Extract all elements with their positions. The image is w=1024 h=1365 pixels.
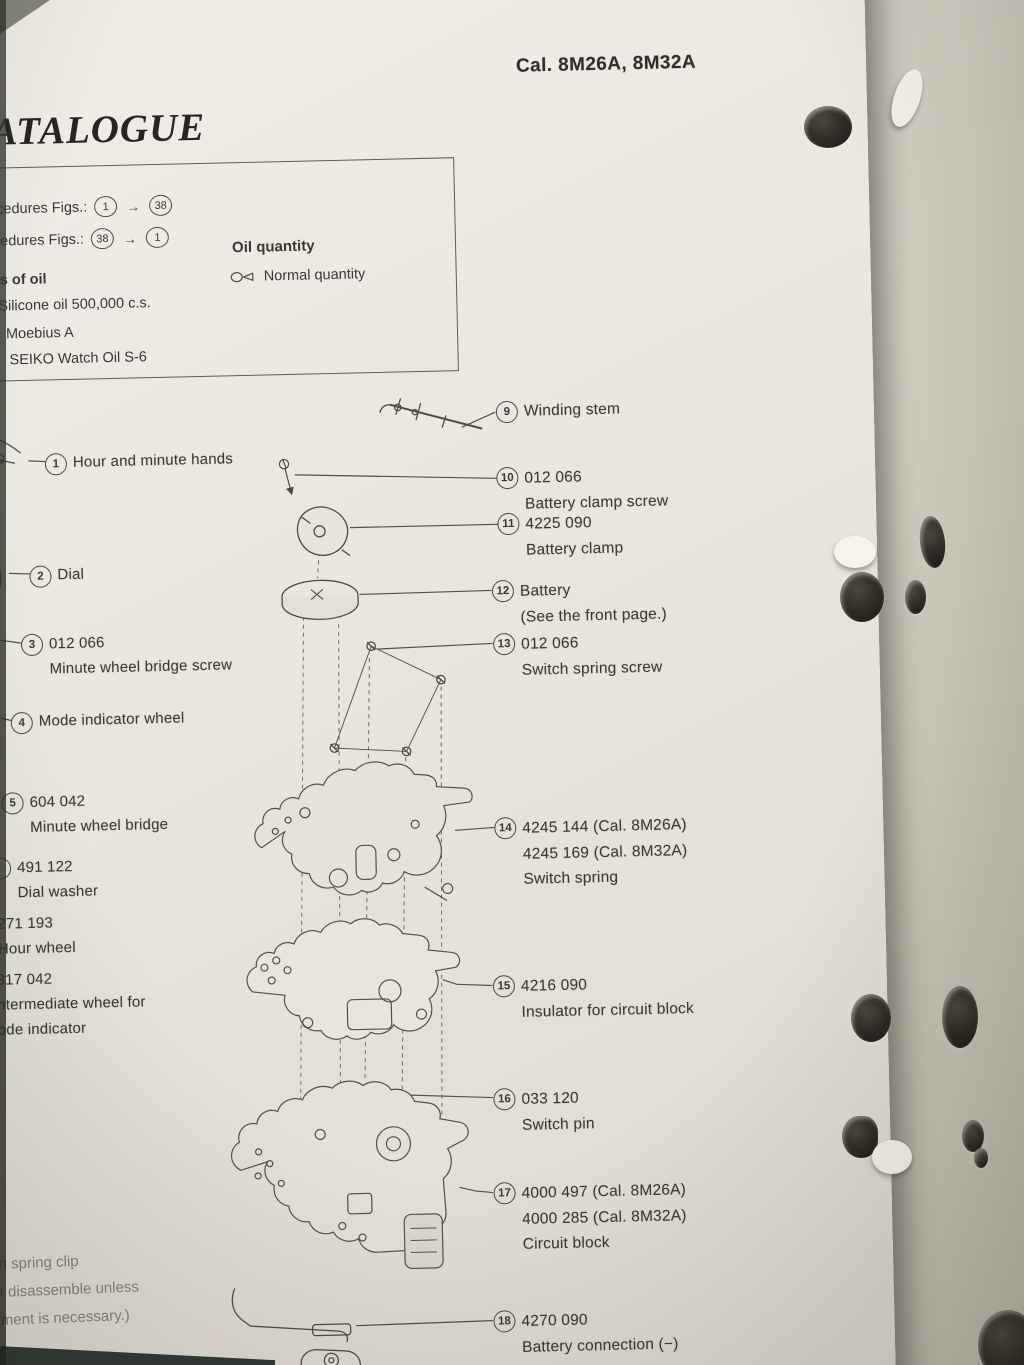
part-number: 4245 144 (Cal. 8M26A) [522,816,687,837]
punch-hole [851,994,891,1042]
callout-number: 10 [496,466,519,490]
punch-hole [905,580,926,614]
callout-number: 3 [20,633,44,657]
callout-number: 12 [491,579,515,603]
callout-number: 1 [44,452,68,476]
callout-2: 2 Dial [29,563,84,589]
callout-16: 16 033 120 Switch pin [493,1085,595,1138]
part-name: Battery connection (−) [521,1334,679,1356]
part-number: 491 122 [16,858,73,877]
callout-10: 10 012 066 Battery clamp screw [496,462,668,517]
part-name: ntermediate wheel for [0,993,146,1014]
callout-12: 12 Battery (See the front page.) [491,575,668,630]
callout-number: 16 [493,1088,516,1111]
callout-number: 4 [10,711,34,735]
callout-1: 1 Hour and minute hands [44,447,234,476]
part-name: Switch pin [521,1114,595,1134]
callout-7: 271 193 Hour wheel [0,911,76,962]
callout-6: 491 122 Dial washer [0,854,98,906]
circuit-block-drawing [230,1080,476,1270]
part-name: Minute wheel bridge [29,815,169,836]
callout-11: 11 4225 090 Battery clamp [497,509,624,563]
callout-number: 2 [29,565,52,588]
punch-hole [962,1120,984,1152]
part-note: (See the front page.) [520,605,668,626]
part-name: Battery clamp [525,539,624,559]
part-number: 4216 090 [520,976,588,995]
note-line: ment is necessary.) [0,1306,131,1329]
part-number: 012 066 [520,634,579,653]
callout-number: 13 [492,632,516,656]
callout-15: 15 4216 090 Insulator for circuit block [492,970,695,1026]
minute-wheel-bridge-drawing [254,761,473,902]
part-number: 4000 497 (Cal. 8M26A) [521,1181,687,1202]
bottom-left-note: n spring clip t disassemble unless ment … [0,1245,141,1334]
callout-number: 17 [493,1182,516,1205]
part-number: 4000 285 (Cal. 8M32A) [521,1206,687,1228]
callout-18: 18 4270 090 Battery connection (−) [493,1305,679,1360]
callout-4: 4 Mode indicator wheel [10,706,185,735]
callout-5: 5 604 042 Minute wheel bridge [1,788,168,841]
battery-drawing [281,579,359,620]
battery-clamp-drawing [296,506,351,557]
callout-number: 15 [492,975,516,998]
normal-quantity-row: Normal quantity [230,266,365,285]
part-name: Switch spring screw [521,658,663,679]
punch-hole [872,1140,912,1174]
part-number: 033 120 [521,1089,580,1108]
winding-stem-drawing [379,398,483,430]
part-number: 4245 169 (Cal. 8M32A) [522,841,688,863]
part-number: 604 042 [29,792,86,811]
part-number: 317 042 [0,970,53,989]
punch-hole [804,106,852,148]
punch-hole [834,536,876,568]
oil-drop-icon [230,272,254,283]
part-name: Dial washer [17,882,99,902]
catalogue-page: Cal. 8M26A, 8M32A ATALOGUE ocedures Figs… [0,0,898,1365]
part-number: 4225 090 [525,514,592,533]
part-name: Hour and minute hands [72,450,234,471]
part-name: Insulator for circuit block [521,999,695,1021]
callout-9: 9 Winding stem [495,396,621,424]
part-name: Switch spring [523,868,619,888]
callout-number: 9 [495,401,519,424]
part-name: Circuit block [522,1234,610,1254]
part-name: Hour wheel [0,938,76,958]
callout-number: 11 [497,512,520,536]
callout-17: 17 4000 497 (Cal. 8M26A) 4000 285 (Cal. … [493,1177,687,1258]
callout-13: 13 012 066 Switch spring screw [492,629,663,684]
part-number: 012 066 [524,468,582,487]
switch-spring-drawing [329,641,446,757]
callout-3: 3 012 066 Minute wheel bridge screw [20,628,233,682]
punch-hole [840,572,884,622]
insulator-drawing [246,918,461,1040]
battery-clamp-screw-drawing [278,458,294,496]
part-name: Dial [57,565,85,584]
callout-8: 317 042 ntermediate wheel for ode indica… [0,965,146,1043]
punch-hole [942,986,978,1048]
exploded-parts-diagram [0,398,499,1365]
part-number: 4270 090 [521,1311,588,1330]
part-name: Winding stem [523,400,621,420]
punch-hole [974,1148,988,1168]
part-name: ode indicator [0,1019,87,1039]
battery-connection-drawing [231,1288,362,1365]
photo-left-edge [0,0,6,1365]
callout-14: 14 4245 144 (Cal. 8M26A) 4245 169 (Cal. … [494,812,688,893]
info-box: ocedures Figs.: 1 → 38 ocedures Figs.: 3… [0,157,459,383]
callout-number: 18 [493,1310,516,1333]
part-name: Mode indicator wheel [38,709,185,730]
callout-number: 14 [494,816,517,840]
part-number: 271 193 [0,914,54,933]
part-name: Battery [519,581,571,600]
part-name: Minute wheel bridge screw [49,656,233,678]
